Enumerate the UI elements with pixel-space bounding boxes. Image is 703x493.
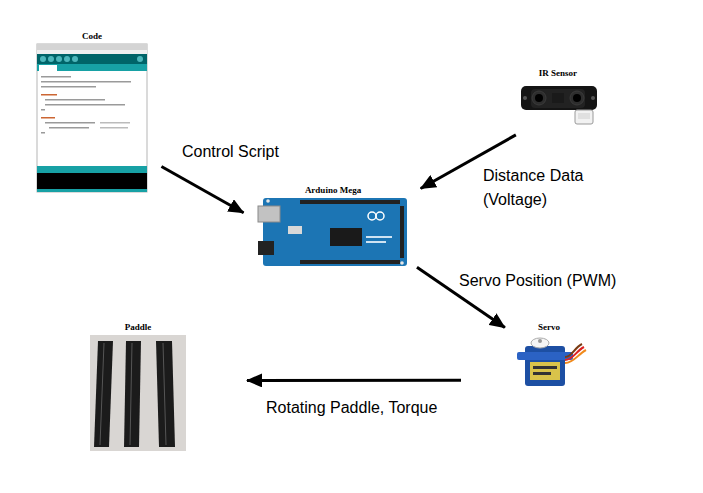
arrow-label: Servo Position (PWM): [458, 271, 617, 291]
arduino-board-picture: [258, 198, 407, 266]
paddle-picture: [90, 335, 186, 451]
node-heading: Paddle: [84, 322, 192, 332]
servo-picture: [517, 338, 586, 386]
node-heading: Servo: [509, 322, 589, 332]
node-heading: Code: [33, 31, 151, 41]
node-heading: IR Sensor: [514, 68, 602, 78]
arrow-connector: [247, 379, 461, 382]
picture-node: Arduino Mega: [254, 185, 412, 269]
arrow-connector: [161, 166, 243, 212]
ir-sensor-picture: [521, 86, 597, 124]
arrow-label: Rotating Paddle, Torque: [265, 398, 438, 418]
code-screenshot: [37, 44, 147, 192]
picture-node: Paddle: [84, 322, 192, 452]
picture-node: Code: [33, 31, 151, 193]
arrow-label: Distance Data (Voltage): [482, 164, 600, 212]
picture-node: IR Sensor: [514, 68, 602, 130]
node-heading: Arduino Mega: [254, 185, 412, 195]
arrow-label: Control Script: [181, 142, 280, 162]
picture-node: Servo: [509, 322, 589, 392]
